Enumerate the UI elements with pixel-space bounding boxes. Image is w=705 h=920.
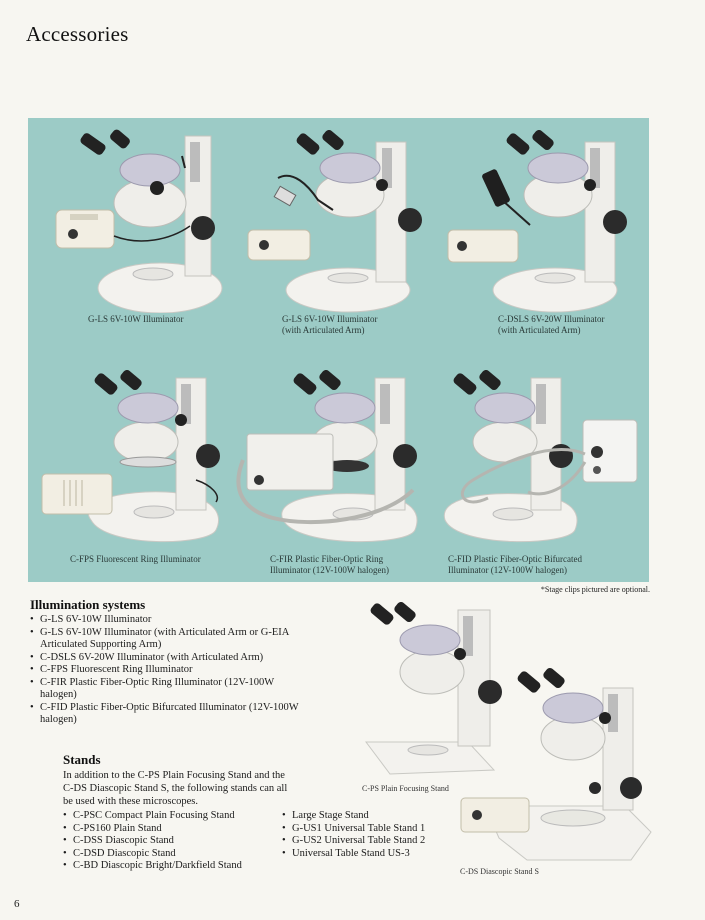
list-item: C-DSS Diascopic Stand <box>63 835 283 848</box>
photo-g-ls-articulated-arm <box>238 130 428 315</box>
stands-list-left: C-PSC Compact Plain Focusing Stand C-PS1… <box>63 810 283 873</box>
list-item-text: C-FIR Plastic Fiber-Optic Ring Illuminat… <box>40 676 275 688</box>
list-item: G-US2 Universal Table Stand 2 <box>282 835 452 848</box>
list-item: G-US1 Universal Table Stand 1 <box>282 823 452 836</box>
photo-c-dsls-illuminator <box>440 130 635 315</box>
page-number: 6 <box>14 898 20 910</box>
caption-g-ls-arm: G-LS 6V-10W Illuminator (with Articulate… <box>282 314 378 336</box>
illumination-title: Illumination systems <box>30 597 146 612</box>
caption-line: G-LS 6V-10W Illuminator <box>282 314 378 324</box>
stage-clips-note: *Stage clips pictured are optional. <box>540 585 650 594</box>
photo-c-ds-stand <box>455 660 665 868</box>
photo-c-ps-stand <box>360 602 505 782</box>
caption-c-fir: C-FIR Plastic Fiber-Optic Ring Illuminat… <box>270 554 389 576</box>
list-item: G-LS 6V-10W Illuminator <box>30 614 340 627</box>
caption-line: (with Articulated Arm) <box>282 325 365 335</box>
stands-intro: In addition to the C-PS Plain Focusing S… <box>63 769 353 808</box>
intro-line: be used with these microscopes. <box>63 796 199 807</box>
list-item: C-DSLS 6V-20W Illuminator (with Articula… <box>30 652 340 665</box>
list-item: C-FPS Fluorescent Ring Illuminator <box>30 664 340 677</box>
list-item: C-FIR Plastic Fiber-Optic Ring Illuminat… <box>30 677 340 702</box>
list-item: G-LS 6V-10W Illuminator (with Articulate… <box>30 627 340 652</box>
photo-g-ls-illuminator <box>50 128 230 313</box>
list-item-text: C-FID Plastic Fiber-Optic Bifurcated Ill… <box>40 701 299 713</box>
caption-c-fid: C-FID Plastic Fiber-Optic Bifurcated Ill… <box>448 554 582 576</box>
stands-list-right: Large Stage Stand G-US1 Universal Table … <box>282 810 452 860</box>
caption-line: Illuminator (12V-100W halogen) <box>270 565 389 575</box>
caption-c-fps: C-FPS Fluorescent Ring Illuminator <box>70 554 201 565</box>
caption-c-dsls: C-DSLS 6V-20W Illuminator (with Articula… <box>498 314 605 336</box>
caption-line: G-LS 6V-10W Illuminator <box>88 314 184 324</box>
list-item: Large Stage Stand <box>282 810 452 823</box>
intro-line: In addition to the C-PS Plain Focusing S… <box>63 770 285 781</box>
caption-line: C-FPS Fluorescent Ring Illuminator <box>70 554 201 564</box>
caption-line: C-FID Plastic Fiber-Optic Bifurcated <box>448 554 583 564</box>
list-item-text: halogen) <box>40 689 77 700</box>
list-item: C-PS160 Plain Stand <box>63 823 283 836</box>
caption-line: C-DSLS 6V-20W Illuminator <box>498 314 605 324</box>
list-item: C-FID Plastic Fiber-Optic Bifurcated Ill… <box>30 702 340 727</box>
illumination-list: G-LS 6V-10W Illuminator G-LS 6V-10W Illu… <box>30 614 340 727</box>
list-item-text: G-LS 6V-10W Illuminator (with Articulate… <box>40 626 290 638</box>
photo-c-fps-ring-illuminator <box>36 370 226 550</box>
list-item-text: halogen) <box>40 714 77 725</box>
list-item: C-DSD Diascopic Stand <box>63 848 283 861</box>
caption-line: Illuminator (12V-100W halogen) <box>448 565 567 575</box>
list-item-text: Articulated Supporting Arm) <box>40 639 162 650</box>
list-item: Universal Table Stand US-3 <box>282 848 452 861</box>
accessories-photo-panel: G-LS 6V-10W Illuminator G-LS 6V-10W Illu… <box>28 118 649 582</box>
caption-c-ps: C-PS Plain Focusing Stand <box>362 784 449 793</box>
list-item: C-BD Diascopic Bright/Darkfield Stand <box>63 860 283 873</box>
intro-line: C-DS Diascopic Stand S, the following st… <box>63 783 288 794</box>
photo-c-fir-ring-illuminator <box>233 370 433 550</box>
caption-line: C-FIR Plastic Fiber-Optic Ring <box>270 554 384 564</box>
caption-g-ls: G-LS 6V-10W Illuminator <box>88 314 184 325</box>
photo-c-fid-bifurcated-illuminator <box>433 370 643 550</box>
caption-line: (with Articulated Arm) <box>498 325 581 335</box>
caption-c-ds: C-DS Diascopic Stand S <box>460 867 539 876</box>
list-item: C-PSC Compact Plain Focusing Stand <box>63 810 283 823</box>
page-title: Accessories <box>26 22 129 46</box>
stands-title: Stands <box>63 752 101 767</box>
